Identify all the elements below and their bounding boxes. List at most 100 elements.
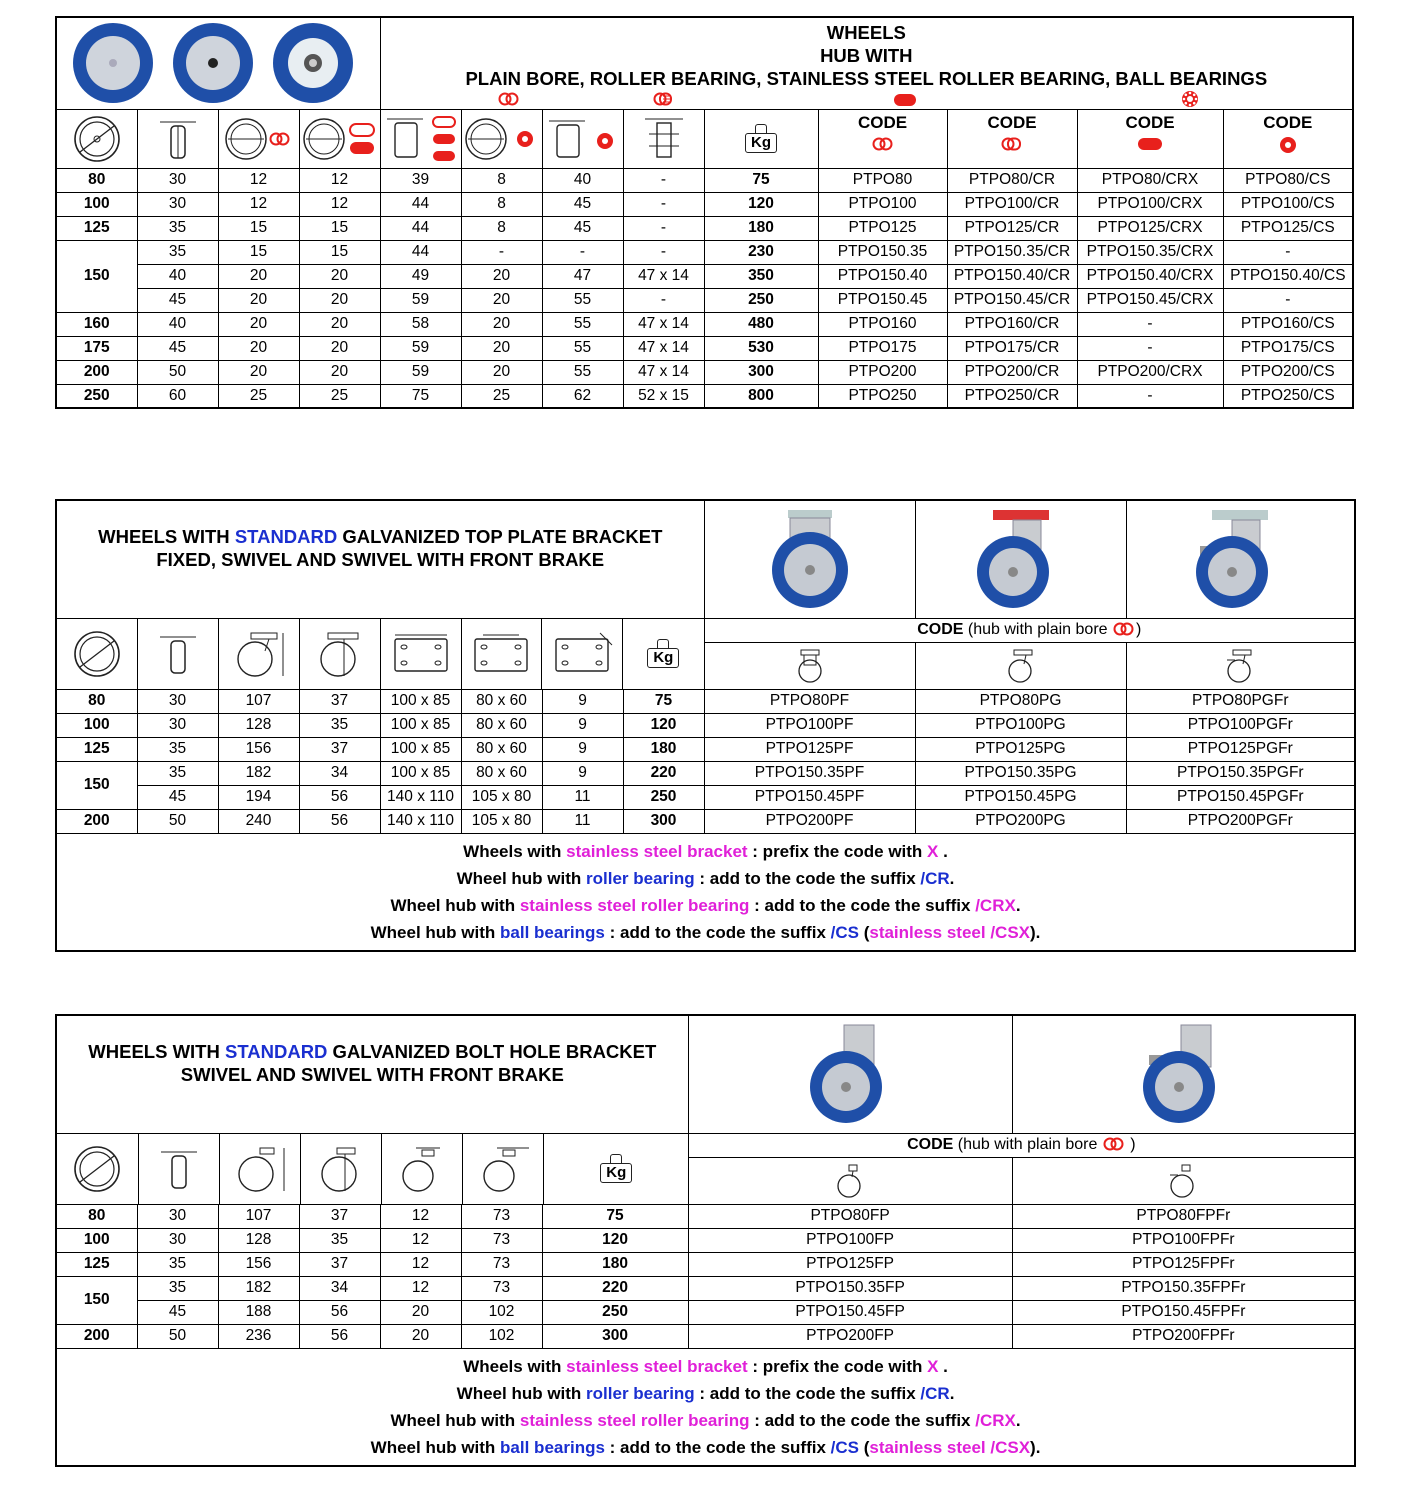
bolt-hole-diameter-icon <box>401 1147 440 1192</box>
table-cell: 9 <box>541 688 624 714</box>
table3-code-header: CODE (hub with plain bore ) <box>687 1132 1356 1158</box>
table-cell: - <box>622 191 705 217</box>
table-cell: PTPO100/CRX <box>1076 191 1224 217</box>
table-cell: 30 <box>136 1227 219 1253</box>
wheel-diameter-cell: 250 <box>55 383 138 409</box>
table-cell: 20 <box>379 1323 462 1349</box>
table-cell: PTPO250/CR <box>946 383 1078 409</box>
table-cell: 55 <box>541 311 624 337</box>
table-cell: 30 <box>136 167 219 193</box>
table-cell: 30 <box>136 191 219 217</box>
caster-photo-brake <box>1125 499 1356 619</box>
table-cell: 300 <box>703 359 819 385</box>
table-cell: 55 <box>541 359 624 385</box>
table-cell: 220 <box>622 760 705 786</box>
table-cell: PTPO200FPFr <box>1011 1323 1356 1349</box>
axle-section-icon <box>644 118 683 158</box>
overall-height-icon <box>237 632 284 677</box>
table-cell: PTPO100PGFr <box>1125 712 1356 738</box>
swivel-brake-caster-photo <box>1196 510 1269 609</box>
table-cell: PTPO150.35 <box>817 239 948 265</box>
table-cell: 188 <box>217 1299 300 1325</box>
table-cell: 15 <box>217 239 300 265</box>
table-cell: PTPO250/CS <box>1222 383 1354 409</box>
table-cell: 105 x 80 <box>460 784 543 810</box>
code-header-roller: CODE <box>946 108 1078 169</box>
bolt-hole-diameter-icon <box>555 632 613 672</box>
table3-icon-row: Kg <box>55 1132 689 1205</box>
table-cell: PTPO150.35FPFr <box>1011 1275 1356 1301</box>
hub-length-icon <box>386 115 456 161</box>
table-cell: 12 <box>379 1227 462 1253</box>
note-roller-bearing: Wheel hub with roller bearing : add to t… <box>456 1383 955 1403</box>
table2-icon-row: Kg <box>55 617 705 690</box>
table-cell: 40 <box>541 167 624 193</box>
table-cell: 120 <box>703 191 819 217</box>
table-cell: PTPO160/CS <box>1222 311 1354 337</box>
table-cell: 180 <box>541 1251 689 1277</box>
table-cell: 156 <box>217 1251 300 1277</box>
table-cell: 480 <box>703 311 819 337</box>
table1-icon-row: Kg CODE CODE CODE CODE <box>55 108 1354 169</box>
caster-photo-bolt-swivel <box>687 1014 1013 1134</box>
table-cell: 73 <box>460 1203 543 1229</box>
table-cell: 180 <box>622 736 705 762</box>
table-cell: 47 x 14 <box>622 359 705 385</box>
ball-bearing-dimension-icon <box>464 117 533 160</box>
table-cell: 530 <box>703 335 819 361</box>
ball-bearing-icon <box>1279 136 1296 153</box>
table-cell: 15 <box>217 215 300 241</box>
table-cell: - <box>1076 383 1224 409</box>
wheel-diameter-icon <box>73 115 120 162</box>
title-line-3: PLAIN BORE, ROLLER BEARING, STAINLESS ST… <box>465 67 1268 89</box>
wheel-diameter-cell: 150 <box>55 239 138 313</box>
table-cell: 140 x 110 <box>379 784 462 810</box>
table-cell: 250 <box>622 784 705 810</box>
table-cell: PTPO125FPFr <box>1011 1251 1356 1277</box>
table-cell: PTPO100FP <box>687 1227 1013 1253</box>
wheel-diameter-cell: 150 <box>55 1275 138 1325</box>
table-cell: 35 <box>136 736 219 762</box>
table-cell: 47 x 14 <box>622 311 705 337</box>
table-cell: 75 <box>379 383 462 409</box>
table-cell: PTPO150.45FPFr <box>1011 1299 1356 1325</box>
table-cell: 107 <box>217 1203 300 1229</box>
table-cell: - <box>622 167 705 193</box>
table-cell: PTPO150.35PG <box>914 760 1127 786</box>
table2-code-header: CODE (hub with plain bore ) <box>703 617 1356 643</box>
table-cell: 140 x 110 <box>379 808 462 834</box>
table-cell: 55 <box>541 335 624 361</box>
table-cell: 35 <box>136 1251 219 1277</box>
table-cell: 56 <box>298 1299 381 1325</box>
table-cell: 100 x 85 <box>379 712 462 738</box>
wheel-diameter-icon <box>74 1145 121 1192</box>
table-cell: PTPO80PGFr <box>1125 688 1356 714</box>
table-cell: 300 <box>541 1323 689 1349</box>
table-cell: 37 <box>298 1203 381 1229</box>
table-cell: 20 <box>217 359 300 385</box>
bolt-hole-bracket-table: WHEELS WITH STANDARD GALVANIZED BOLT HOL… <box>55 1014 1357 1467</box>
table-cell: 80 x 60 <box>460 760 543 786</box>
wheel-diameter-cell: 125 <box>55 215 138 241</box>
table-cell: PTPO150.35/CRX <box>1076 239 1224 265</box>
table-cell: 56 <box>298 1323 381 1349</box>
wheel-width-icon <box>160 1151 197 1189</box>
table-cell: 62 <box>541 383 624 409</box>
table-cell: 75 <box>541 1203 689 1229</box>
wheels-hub-table: WHEELS HUB WITH PLAIN BORE, ROLLER BEARI… <box>55 16 1355 409</box>
hub-plain-bore-icon <box>498 92 518 106</box>
table-cell: PTPO150.45/CR <box>946 287 1078 313</box>
table-cell: 35 <box>298 1227 381 1253</box>
table-cell: 20 <box>460 311 543 337</box>
table-cell: 44 <box>379 239 462 265</box>
table-cell: PTPO200/CRX <box>1076 359 1224 385</box>
table-cell: 35 <box>136 760 219 786</box>
table-cell: 20 <box>217 287 300 313</box>
table-cell: 107 <box>217 688 300 714</box>
